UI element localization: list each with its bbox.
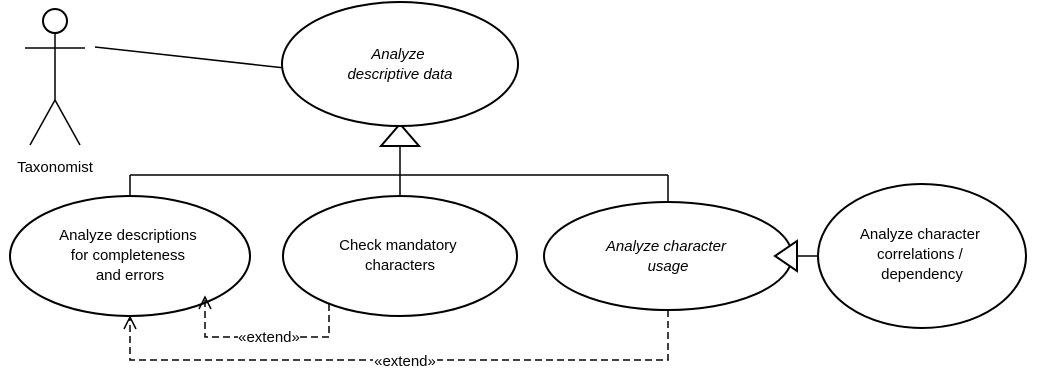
generalization-lines	[129, 146, 669, 205]
use-case-label-line-1: Analyze character	[605, 238, 727, 255]
actor-right-leg	[54, 99, 81, 146]
svg-text:Analyze descriptive data: Analyze descriptive data	[347, 46, 452, 83]
extend-label-2-background	[373, 350, 437, 370]
extend-label-1-background	[238, 326, 300, 346]
taxonomist-actor[interactable]: Taxonomist	[17, 8, 94, 176]
extend-relation-2: «extend»	[123, 310, 669, 370]
use-case-analyze-character-usage[interactable]: Analyze character usage	[543, 201, 793, 311]
use-case-analyze-descriptive-data[interactable]: Analyze descriptive data	[281, 1, 519, 127]
use-case-label-line-1: Analyze	[370, 46, 424, 63]
use-case-label-line-2: for completeness	[71, 247, 185, 264]
use-case-label-line-2: usage	[648, 258, 689, 275]
use-case-label-line-1: Check mandatory	[339, 237, 457, 254]
use-case-label-line-3: and errors	[96, 267, 164, 284]
correlations-generalization-arrowhead	[773, 239, 798, 273]
use-case-analyze-descriptions[interactable]: Analyze descriptions for completeness an…	[9, 195, 251, 317]
actor-name: Taxonomist	[17, 159, 94, 176]
use-case-label-line-3: dependency	[881, 266, 963, 283]
use-case-check-mandatory[interactable]: Check mandatory characters	[282, 195, 518, 317]
use-case-label-line-2: characters	[365, 257, 435, 274]
extend-label-2: «extend»	[374, 353, 436, 370]
actor-head	[42, 8, 68, 34]
extend-label-1: «extend»	[238, 329, 300, 346]
use-case-analyze-correlations[interactable]: Analyze character correlations / depende…	[817, 183, 1027, 329]
svg-text:Analyze character correl: Analyze character correlations / depende…	[860, 226, 984, 283]
actor-left-leg	[29, 99, 56, 146]
use-case-label-line-2: descriptive data	[347, 66, 452, 83]
svg-text:Analyze character usage: Analyze character usage	[605, 238, 730, 275]
use-case-label-line-1: Analyze character	[860, 226, 980, 243]
svg-text:Analyze descriptions for: Analyze descriptions for completeness an…	[59, 227, 201, 284]
generalization-arrowhead	[378, 122, 422, 147]
use-case-label-line-2: correlations /	[877, 246, 964, 263]
actor-association-line	[94, 46, 286, 69]
extend-relation-1: «extend»	[198, 295, 330, 346]
use-case-label-line-1: Analyze descriptions	[59, 227, 197, 244]
svg-text:Check mandatory characte: Check mandatory characters	[339, 237, 461, 274]
